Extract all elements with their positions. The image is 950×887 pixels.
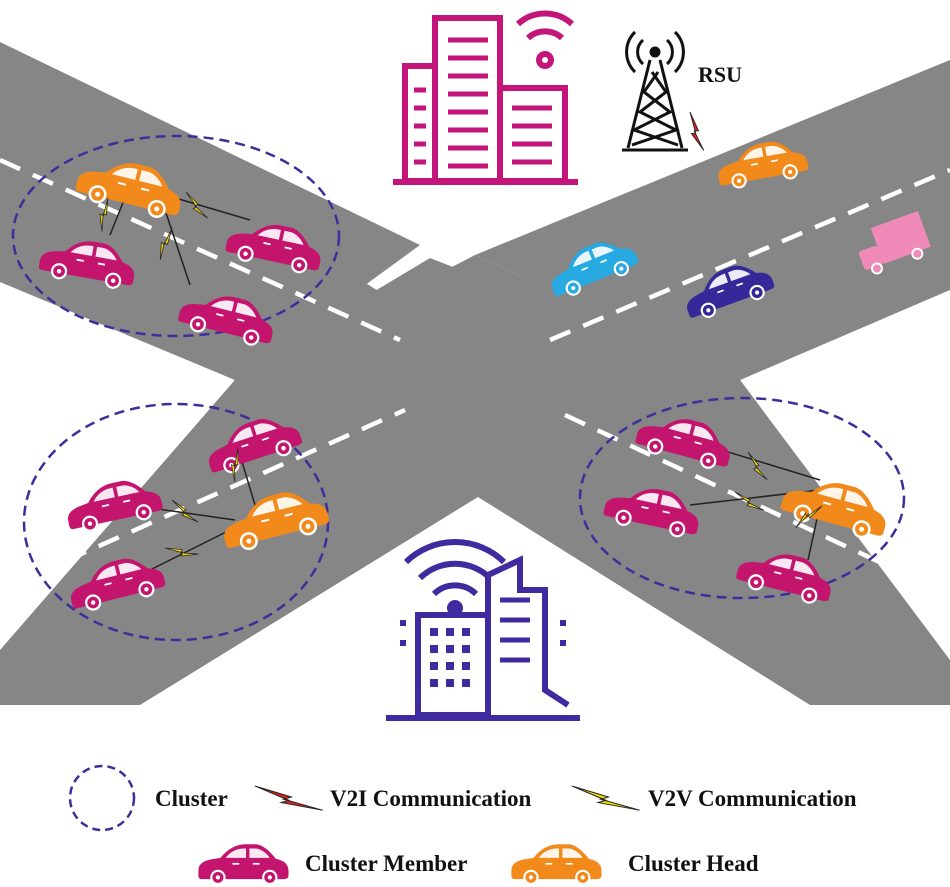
- cluster-boundary: [578, 396, 906, 600]
- legend-v2v-label: V2V Communication: [648, 786, 857, 811]
- cluster-top-left: [11, 134, 341, 352]
- lane-marking-ne: [549, 167, 950, 343]
- lane-markings: [0, 157, 950, 598]
- legend-cluster-icon: [68, 764, 136, 832]
- truck-icon: [859, 211, 931, 275]
- lane-marking-nw: [0, 157, 401, 343]
- legend-member-label: Cluster Member: [305, 851, 467, 876]
- legend-head-label: Cluster Head: [628, 851, 759, 876]
- legend: Cluster V2I Communication V2V Communicat…: [68, 764, 857, 886]
- legend-v2i-label: V2I Communication: [330, 786, 531, 811]
- city-towers-wifi-icon: [386, 538, 580, 721]
- legend-cluster-label: Cluster: [155, 786, 228, 811]
- lane-marking-sw: [0, 407, 406, 593]
- office-building-wifi-icon: [393, 10, 578, 185]
- radio-tower-icon: [622, 30, 688, 152]
- cluster-bottom-right: [578, 396, 906, 610]
- cluster-boundary: [11, 134, 341, 338]
- cluster-bottom-left: [22, 402, 333, 642]
- rsu-label: RSU: [698, 62, 742, 87]
